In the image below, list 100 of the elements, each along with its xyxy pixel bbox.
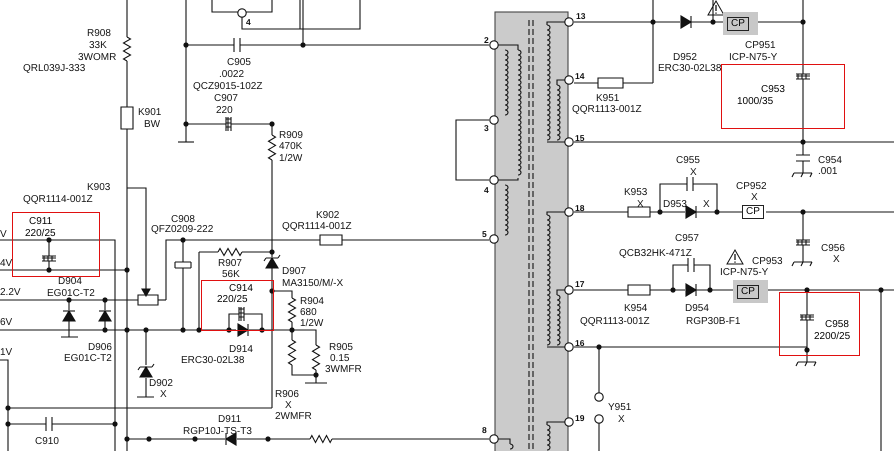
part-label: QCZ9015-102Z bbox=[193, 81, 262, 92]
part-label: D907 bbox=[282, 266, 306, 277]
part-label: 2200/25 bbox=[814, 331, 850, 342]
part-label: C958 bbox=[825, 319, 849, 330]
part-label: 220 bbox=[216, 105, 233, 116]
part-label: R906 bbox=[275, 389, 299, 400]
pin-number: 17 bbox=[575, 279, 584, 290]
part-label: 3WMFR bbox=[325, 364, 362, 375]
part-label: K951 bbox=[596, 93, 620, 104]
part-label: QFZ0209-222 bbox=[151, 224, 214, 235]
part-label: BW bbox=[144, 119, 160, 130]
part-label: C956 bbox=[821, 243, 845, 254]
part-label: CP951 bbox=[745, 40, 776, 51]
part-label: X bbox=[703, 199, 710, 210]
part-label: EG01C-T2 bbox=[47, 288, 95, 299]
part-label: ICP-N75-Y bbox=[729, 52, 778, 63]
circuit-protector-symbol bbox=[733, 280, 768, 303]
part-label: K901 bbox=[138, 107, 162, 118]
pin-number: 16 bbox=[575, 338, 584, 349]
highlight-frame bbox=[721, 64, 845, 129]
part-label: D953 bbox=[663, 199, 687, 210]
part-label: ERC30-02L38 bbox=[181, 355, 244, 366]
highlight-frame bbox=[779, 292, 860, 356]
part-label: C907 bbox=[214, 93, 238, 104]
part-label: C953 bbox=[761, 84, 785, 95]
part-label: D904 bbox=[58, 276, 82, 287]
part-label: R909 bbox=[279, 130, 303, 141]
part-label: K954 bbox=[624, 303, 648, 314]
part-label: QQR1113-001Z bbox=[572, 104, 642, 115]
part-label: X bbox=[690, 167, 697, 178]
part-label: 470K bbox=[279, 141, 302, 152]
part-label: 2.2V bbox=[0, 287, 21, 298]
part-label: V bbox=[0, 229, 7, 240]
part-label: ERC30-02L38 bbox=[658, 63, 722, 74]
part-label: RGP10J-TS-T3 bbox=[183, 426, 252, 437]
part-label: 1/2W bbox=[279, 153, 302, 164]
part-label: C911 bbox=[29, 216, 52, 227]
part-label: 1V bbox=[0, 347, 12, 358]
part-label: R908 bbox=[87, 28, 111, 39]
part-label: X bbox=[751, 192, 758, 203]
part-label: QQR1114-001Z bbox=[282, 221, 352, 232]
part-label: X bbox=[833, 254, 840, 265]
part-label: 56K bbox=[222, 269, 240, 280]
pin-number: 14 bbox=[575, 71, 584, 82]
part-label: 220/25 bbox=[25, 228, 56, 239]
part-label: D952 bbox=[673, 52, 697, 63]
part-label: .001 bbox=[818, 166, 838, 177]
part-label: C914 bbox=[229, 283, 253, 294]
highlight-frame bbox=[12, 212, 100, 277]
part-label: 680 bbox=[300, 307, 317, 318]
part-label: D911 bbox=[218, 414, 242, 425]
part-label: Y951 bbox=[608, 402, 632, 413]
part-label: 0.15 bbox=[330, 353, 350, 364]
circuit-protector-symbol bbox=[723, 12, 758, 35]
part-label: 2WMFR bbox=[275, 411, 312, 422]
part-label: QRL039J-333 bbox=[23, 63, 86, 74]
part-label: D954 bbox=[685, 303, 709, 314]
part-label: R907 bbox=[218, 258, 242, 269]
pin-number: 15 bbox=[575, 133, 584, 144]
pin-number: 19 bbox=[575, 413, 584, 424]
part-label: X bbox=[285, 400, 292, 411]
part-label: C910 bbox=[35, 436, 59, 447]
pin-number: 3 bbox=[484, 123, 489, 134]
part-label: R904 bbox=[300, 296, 324, 307]
pin-number: 13 bbox=[576, 11, 586, 22]
part-label: QQR1113-001Z bbox=[580, 316, 650, 327]
part-label: X bbox=[618, 414, 625, 425]
part-label: K953 bbox=[624, 187, 648, 198]
part-label: 33K bbox=[89, 40, 107, 51]
part-label: ICP-N75-Y bbox=[720, 267, 768, 278]
part-label: C905 bbox=[227, 57, 251, 68]
part-label: C908 bbox=[171, 214, 195, 225]
part-label: K902 bbox=[316, 210, 340, 221]
part-label: RGP30B-F1 bbox=[686, 316, 740, 327]
part-label: 6V bbox=[0, 317, 12, 328]
part-label: CP952 bbox=[736, 181, 767, 192]
part-marking: CP bbox=[727, 17, 749, 31]
part-label: R905 bbox=[329, 342, 353, 353]
part-label: MA3150/M/-X bbox=[282, 278, 344, 289]
part-label: 4V bbox=[0, 258, 12, 269]
pin-number: 8 bbox=[482, 425, 487, 436]
pin-number: 5 bbox=[482, 229, 487, 240]
part-marking: CP bbox=[742, 205, 764, 219]
pin-number: 4 bbox=[246, 17, 251, 28]
part-label: 1/2W bbox=[300, 318, 324, 329]
part-label: X bbox=[160, 389, 167, 400]
part-label: QCB32HK-471Z bbox=[619, 248, 692, 259]
pin-number: 2 bbox=[484, 35, 489, 46]
highlight-frame bbox=[201, 280, 274, 331]
pin-number: 18 bbox=[575, 203, 584, 214]
part-label: D914 bbox=[229, 344, 253, 355]
part-label: .0022 bbox=[219, 69, 244, 80]
part-label: 220/25 bbox=[217, 294, 248, 305]
part-label: 1000/35 bbox=[737, 96, 774, 107]
part-label: C955 bbox=[676, 155, 700, 166]
pin-number: 4 bbox=[484, 185, 489, 196]
part-label: D902 bbox=[149, 378, 173, 389]
part-label: EG01C-T2 bbox=[64, 353, 112, 364]
part-label: CP953 bbox=[752, 256, 783, 267]
part-marking: CP bbox=[737, 285, 759, 299]
